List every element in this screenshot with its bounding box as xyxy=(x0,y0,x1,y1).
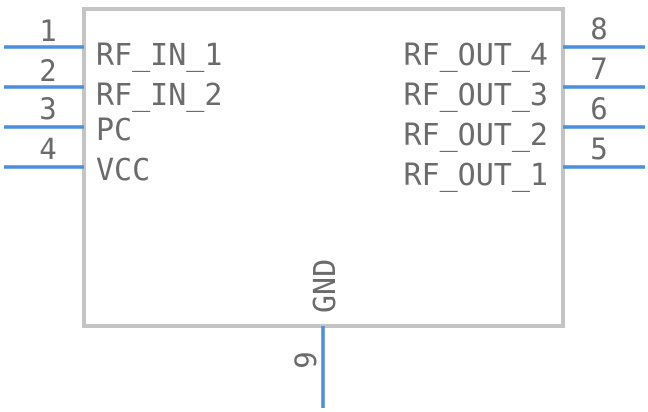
pin-5-label: RF_OUT_1 xyxy=(404,158,549,193)
pin-3[interactable]: 3 PC xyxy=(4,92,132,148)
pin-7-label: RF_OUT_3 xyxy=(404,78,549,113)
pin-3-number: 3 xyxy=(39,92,56,126)
pin-3-label: PC xyxy=(96,113,132,148)
pin-5-number: 5 xyxy=(590,132,607,166)
pin-2-number: 2 xyxy=(39,54,56,88)
pin-1[interactable]: 1 RF_IN_1 xyxy=(4,14,222,73)
pin-8-number: 8 xyxy=(590,12,607,46)
pin-7-number: 7 xyxy=(590,52,607,86)
pin-4-label: VCC xyxy=(96,153,150,188)
pin-9-label: GND xyxy=(308,259,343,313)
pin-1-label: RF_IN_1 xyxy=(96,38,222,73)
pin-9[interactable]: 9 GND xyxy=(289,259,343,408)
pin-2-label: RF_IN_2 xyxy=(96,78,222,113)
pin-5[interactable]: 5 RF_OUT_1 xyxy=(404,132,646,193)
pin-6-label: RF_OUT_2 xyxy=(404,118,549,153)
pin-8[interactable]: 8 RF_OUT_4 xyxy=(404,12,646,73)
pin-9-number: 9 xyxy=(289,351,323,368)
pin-2[interactable]: 2 RF_IN_2 xyxy=(4,54,222,113)
pin-4[interactable]: 4 VCC xyxy=(4,132,150,188)
pin-1-number: 1 xyxy=(39,14,56,48)
pin-4-number: 4 xyxy=(39,132,56,166)
pin-7[interactable]: 7 RF_OUT_3 xyxy=(404,52,646,113)
pin-6-number: 6 xyxy=(590,92,607,126)
pin-8-label: RF_OUT_4 xyxy=(404,38,549,73)
pin-6[interactable]: 6 RF_OUT_2 xyxy=(404,92,646,153)
